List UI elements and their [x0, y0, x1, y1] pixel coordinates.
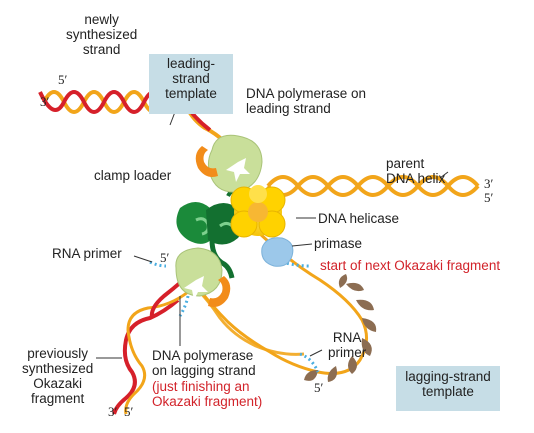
label-dna-polymerase-lagging: DNA polymerase on lagging strand	[152, 348, 256, 378]
parent-helix-strand-b	[266, 175, 480, 197]
sliding-clamp-leading	[195, 146, 218, 177]
label-rna-primer-bottom: RNA primer	[328, 330, 367, 360]
parent-helix-strand-a	[266, 175, 480, 197]
end-marker-right-3: 3′	[484, 176, 494, 191]
label-previously-synthesized: previously synthesized Okazaki fragment	[22, 346, 94, 406]
end-marker-top-left-5: 5′	[58, 72, 68, 87]
prev-okazaki-orange	[124, 290, 189, 415]
sliding-clamp-lagging	[208, 276, 231, 307]
leader-line-primase	[291, 243, 313, 247]
label-box-leading-strand-template: leading- strand template	[149, 54, 233, 114]
dna-polymerase-lagging	[175, 247, 223, 300]
label-just-finishing: (just finishing an Okazaki fragment)	[152, 379, 263, 409]
leader-line-leading-template	[169, 111, 176, 126]
label-leading-strand-template: leading- strand template	[165, 56, 217, 101]
end-marker-top-left-3: 3′	[40, 94, 50, 109]
label-parent-dna-helix: parent DNA helix	[386, 156, 446, 186]
lagging-okazaki-new	[194, 286, 305, 356]
label-lagging-strand-template: lagging-strand template	[405, 369, 491, 399]
end-marker-bottom-5: 5′	[314, 380, 324, 395]
label-clamp-loader: clamp loader	[94, 168, 172, 183]
dna-helicase-protein	[230, 185, 286, 238]
rna-primer-top	[149, 260, 167, 268]
end-marker-bottom-3: 3′	[108, 404, 118, 419]
rna-primer-left	[178, 295, 190, 317]
leader-line-parent-helix	[439, 171, 449, 179]
leader-line-rna-primer-top	[133, 255, 153, 263]
label-primase: primase	[314, 236, 363, 251]
label-start-next-okazaki: start of next Okazaki fragment	[320, 258, 501, 273]
end-marker-mid-5: 5′	[160, 250, 170, 265]
end-marker-bottom-5b: 5′	[124, 404, 134, 419]
label-newly-synthesized-strand: newly synthesized strand	[66, 12, 138, 57]
label-dna-polymerase-leading: DNA polymerase on leading strand	[246, 86, 367, 116]
single-strand-binding-proteins	[304, 274, 377, 382]
primase-protein	[261, 237, 294, 267]
leader-line-rna-primer-bottom	[309, 349, 323, 357]
end-marker-right-5: 5′	[484, 190, 494, 205]
dna-polymerase-leading	[207, 134, 263, 193]
label-rna-primer-top: RNA primer	[52, 246, 122, 261]
label-dna-helicase: DNA helicase	[318, 211, 400, 226]
rna-primer-primase	[281, 260, 311, 268]
label-box-lagging-strand-template: lagging-strand template	[396, 366, 500, 411]
lagging-template-strand	[198, 230, 368, 375]
